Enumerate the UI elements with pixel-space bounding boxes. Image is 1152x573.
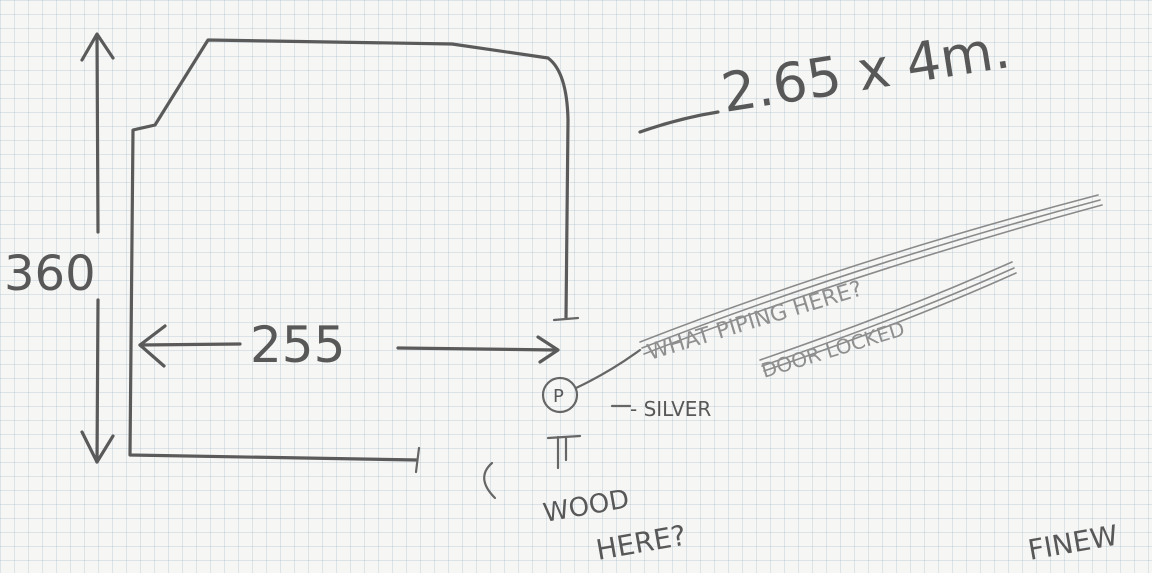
width-arrow-left-icon: [138, 324, 167, 368]
crossed-out-scribbles: [639, 194, 1103, 372]
overall-dimension-dash: [638, 110, 720, 134]
p-marker-label: P: [553, 386, 564, 407]
width-dimension-label: 255: [250, 316, 345, 374]
room-end-tick: [414, 446, 421, 474]
wood-curve-mark: [483, 461, 497, 500]
overall-dimension-label: 2.65 x 4m.: [717, 17, 1014, 125]
wood-note-line2: HERE?: [593, 519, 688, 567]
p-marker-leader: [574, 348, 642, 390]
width-arrow-right-icon: [536, 335, 560, 364]
p-marker-circle: [541, 376, 579, 414]
width-dimension-line: [138, 342, 558, 352]
height-arrow-bottom-icon: [80, 430, 115, 464]
corner-note: FINEW: [1025, 519, 1120, 567]
room-outline: [128, 38, 570, 462]
height-arrow-top-icon: [80, 32, 115, 62]
wood-bracket-mark: [546, 434, 582, 470]
wood-note-line1: WOOD: [541, 484, 632, 529]
room-right-tick: [552, 316, 580, 322]
crossed-note-door: DOOR LOCKED: [758, 316, 907, 382]
height-dimension-line: [95, 34, 100, 464]
height-dimension-label: 360: [4, 246, 96, 302]
silver-note: - SILVER: [630, 397, 711, 421]
